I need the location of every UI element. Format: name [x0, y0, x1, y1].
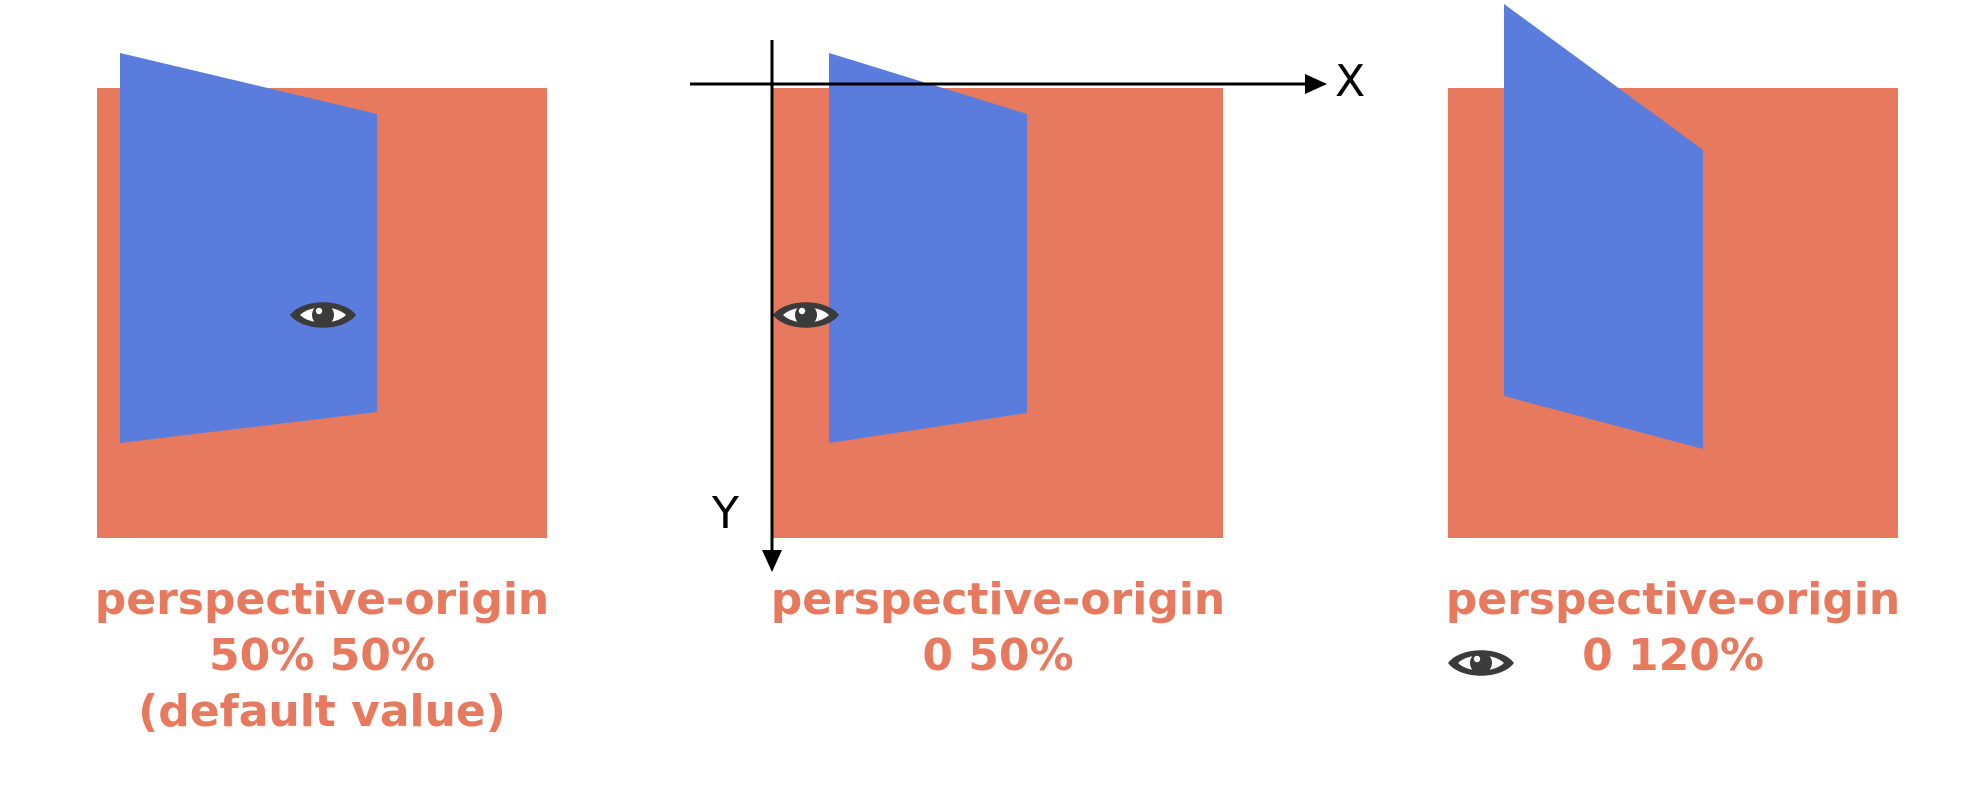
y-axis-arrow [762, 550, 782, 572]
panel-2-door [829, 53, 1027, 443]
y-axis-label: Y [712, 488, 739, 539]
x-axis-label: X [1335, 56, 1366, 107]
panel-2-caption-line2: 0 50% [922, 630, 1074, 681]
x-axis-arrow [1305, 74, 1327, 94]
panel-1-door [120, 53, 377, 443]
panel-3-door [1504, 4, 1703, 449]
panel-2-caption: perspective-origin 0 50% [748, 572, 1248, 684]
eye-icon [773, 302, 839, 328]
eye-icon [290, 302, 356, 328]
panel-1-caption-line3: (default value) [138, 686, 506, 737]
panel-1-caption: perspective-origin 50% 50% (default valu… [72, 572, 572, 740]
panel-3-caption: perspective-origin 0 120% [1423, 572, 1923, 684]
panel-3-caption-line2: 0 120% [1582, 630, 1764, 681]
panel-1-caption-line2: 50% 50% [209, 630, 435, 681]
panel-2-caption-line1: perspective-origin [770, 574, 1226, 625]
panel-1-caption-line1: perspective-origin [94, 574, 550, 625]
eye-icon [1448, 650, 1514, 676]
panel-3-caption-line1: perspective-origin [1445, 574, 1901, 625]
